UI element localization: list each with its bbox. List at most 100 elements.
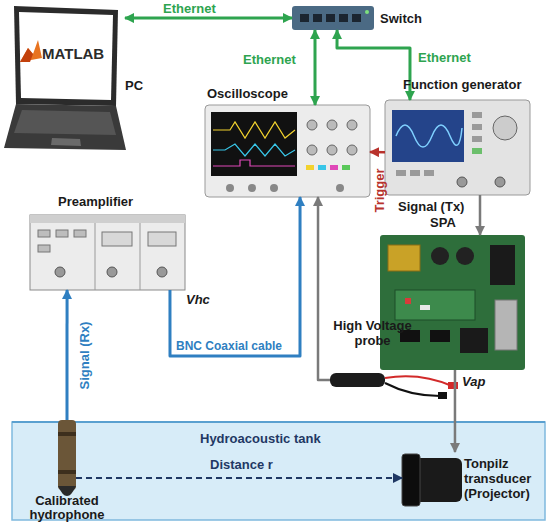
- ethernet-link: [337, 30, 410, 100]
- network-switch: Switch: [292, 6, 374, 30]
- laptop-lid: [14, 6, 118, 106]
- device-label: High Voltage probe: [325, 318, 420, 348]
- component: [405, 298, 411, 304]
- laptop-illustration: [4, 6, 126, 150]
- signal-line: [479, 195, 482, 235]
- laptop-keyboard: [14, 110, 116, 135]
- scope-button: [342, 165, 350, 170]
- scope-trace: [213, 144, 295, 156]
- edge-label: Ethernet: [163, 1, 216, 16]
- scope-knob: [307, 120, 317, 130]
- edge-label: Signal (Tx): [398, 199, 464, 214]
- edge-label: Ethernet: [418, 50, 471, 65]
- software-logo: [20, 40, 42, 62]
- distance-arrow: [76, 477, 402, 479]
- transducer-illustration: [402, 454, 462, 506]
- device-label: Calibrated hydrophone: [25, 494, 109, 522]
- generator-button: [424, 170, 434, 176]
- generator-output: [495, 177, 505, 187]
- signal-name: Vap: [462, 374, 485, 389]
- scope-input: [336, 184, 344, 192]
- scope-trace: [213, 160, 295, 166]
- signal-name: Vhc: [186, 292, 210, 307]
- switch-led: [365, 10, 369, 14]
- hydrophone-band: [58, 470, 76, 474]
- transducer-face: [402, 454, 420, 506]
- preamp-display: [102, 232, 132, 246]
- scope-input: [248, 184, 256, 192]
- tonpilz-transducer: Tonpilz transducer (Projector): [402, 452, 462, 507]
- trigger-line: [370, 151, 385, 154]
- device-label: Function generator: [403, 77, 543, 92]
- chip: [460, 328, 488, 353]
- device-label: Tonpilz transducer (Projector): [464, 456, 546, 501]
- generator-screen: [392, 110, 464, 162]
- device-label: PC: [125, 78, 157, 93]
- capacitor: [431, 247, 449, 265]
- generator-button: [396, 170, 406, 176]
- scope-trace: [213, 122, 295, 138]
- hydroacoustic-tank: Hydroacoustic tankCalibrated hydrophoneT…: [12, 422, 545, 520]
- hydrophone-illustration: [58, 420, 76, 496]
- preamp-switch: [74, 230, 86, 237]
- preamp-panel-divider: [95, 223, 96, 290]
- scope-screen: [211, 112, 297, 176]
- preamp-body: [30, 215, 185, 290]
- function-generator-illustration: [385, 100, 530, 195]
- preamp-switch: [38, 230, 50, 237]
- preamplifier-illustration: [30, 215, 185, 290]
- laptop-base: [4, 104, 126, 150]
- preamp-top-strip: [30, 215, 185, 223]
- laptop-touchpad: [51, 138, 81, 146]
- scope-input: [226, 184, 234, 192]
- pcb: [380, 235, 525, 370]
- probe-body: [330, 373, 385, 387]
- drive-line: [454, 370, 457, 452]
- generator-button: [472, 136, 482, 142]
- software-logo-shade: [20, 48, 33, 62]
- preamp-display: [148, 232, 176, 246]
- oscilloscope-illustration: [205, 105, 370, 197]
- bnc-connector: [107, 267, 117, 277]
- scope-body: [205, 105, 370, 197]
- power-amplifier-board: SPA: [380, 235, 525, 370]
- bnc-connector: [157, 267, 167, 277]
- generator-button: [472, 148, 482, 154]
- receive-line: [66, 290, 69, 420]
- preamp-switch: [56, 230, 68, 237]
- scope-button: [330, 165, 338, 170]
- component: [420, 305, 430, 310]
- generator-button: [410, 170, 420, 176]
- probe-lead: [385, 383, 440, 396]
- scope-button: [306, 165, 314, 170]
- sine-wave: [396, 125, 462, 147]
- switch-port: [326, 14, 335, 22]
- pcb-section: [395, 290, 475, 320]
- scope-input: [270, 184, 278, 192]
- scope-knob: [327, 145, 337, 155]
- edge-label: BNC Coaxial cable: [176, 339, 282, 354]
- switch-port: [300, 14, 309, 22]
- edge-label: Ethernet: [243, 52, 296, 67]
- edge-label: Signal (Rx): [77, 315, 92, 395]
- switch-port: [313, 14, 322, 22]
- scope-knob: [327, 120, 337, 130]
- switch-body: [292, 6, 374, 30]
- probe-clip: [438, 392, 447, 399]
- generator-button: [472, 124, 482, 130]
- oscilloscope: Oscilloscope: [205, 105, 370, 197]
- hydrophone: Calibrated hydrophone: [58, 420, 76, 496]
- generator-button: [472, 112, 482, 118]
- transformer: [490, 245, 515, 285]
- coaxial-cable: [170, 197, 300, 356]
- edge-label: Distance r: [210, 457, 273, 472]
- laptop-pc: MATLABPC: [5, 5, 125, 155]
- probe-illustration: [330, 373, 458, 399]
- scope-knob: [347, 120, 357, 130]
- switch-illustration: [292, 6, 374, 30]
- ethernet-link: [313, 30, 316, 105]
- device-label: SPA: [430, 215, 470, 230]
